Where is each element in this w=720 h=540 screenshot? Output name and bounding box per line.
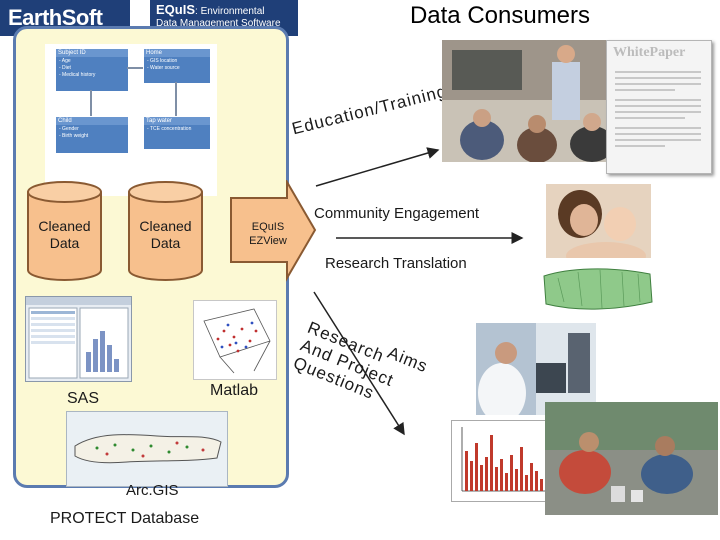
cleaned-data-cylinder-1: Cleaned Data (26, 180, 103, 282)
erd-box-head: Home (144, 49, 210, 57)
flow-arrows (313, 147, 524, 436)
protect-database-label: PROTECT Database (50, 510, 200, 527)
ezview-label: EQuIS EZView (249, 221, 287, 247)
erd-diagram: Subject ID - Age - Diet - Medical histor… (45, 44, 217, 196)
field-sampling-photo-graphic (545, 402, 718, 515)
mother-child-photo-graphic (546, 184, 651, 262)
erd-box-home: Home - GIS location - Water source (143, 48, 211, 84)
erd-box-head: Tap water (144, 117, 210, 125)
sas-label: SAS (67, 390, 100, 407)
erd-box-subject: Subject ID - Age - Diet - Medical histor… (55, 48, 129, 92)
whitepaper-title: WhitePaper (613, 45, 686, 60)
sas-screenshot (25, 296, 132, 382)
arcgis-map-graphic (74, 434, 222, 464)
erd-item: - TCE concentration (147, 126, 192, 132)
arcgis-label: Arc.GIS (126, 482, 179, 499)
slide-title: Data Consumers (409, 2, 591, 29)
erd-item: - GIS location (147, 58, 178, 64)
ezview-arrow (230, 180, 317, 282)
bar-chart-thumbnail (451, 420, 553, 502)
erd-box-child: Child - Gender - Birth weight (55, 116, 129, 154)
matlab-plot-graphic (203, 308, 271, 374)
erd-box-head: Subject ID (56, 49, 128, 57)
erd-box-head: Child (56, 117, 128, 125)
erd-item: - Birth weight (59, 133, 89, 139)
education-training-label: Education/Training (290, 81, 449, 139)
matlab-plot (193, 300, 277, 380)
bar-chart-thumbnail-graphic (461, 427, 548, 492)
arcgis-map (66, 411, 228, 487)
cylinder-label: Cleaned Data (38, 218, 91, 251)
cleaned-data-cylinder-2: Cleaned Data (127, 180, 204, 282)
erd-item: - Gender (59, 126, 79, 132)
sas-screenshot-graphic (26, 297, 131, 379)
equis-product-tag: : Environmental (195, 6, 265, 17)
equis-product-sub: Data Management Software (156, 18, 281, 29)
erd-item: - Age (59, 58, 71, 64)
cylinder-label: Cleaned Data (139, 218, 192, 251)
erd-item: - Water source (147, 65, 180, 71)
field-sampling-photo (545, 402, 718, 515)
laboratory-photo-graphic (476, 323, 596, 415)
erd-item: - Medical history (59, 72, 96, 78)
mother-child-photo (546, 184, 651, 262)
laboratory-photo (476, 323, 596, 415)
puerto-rico-map-graphic (538, 258, 658, 320)
erd-box-tapwater: Tap water - TCE concentration (143, 116, 211, 150)
matlab-label: Matlab (210, 382, 259, 399)
whitepaper-document: WhitePaper (606, 40, 712, 174)
research-translation-label: Research Translation (325, 255, 467, 272)
erd-item: - Diet (59, 65, 71, 71)
puerto-rico-map (538, 258, 658, 320)
equis-product-name: EQuIS (156, 2, 196, 17)
community-engagement-label: Community Engagement (314, 205, 480, 222)
